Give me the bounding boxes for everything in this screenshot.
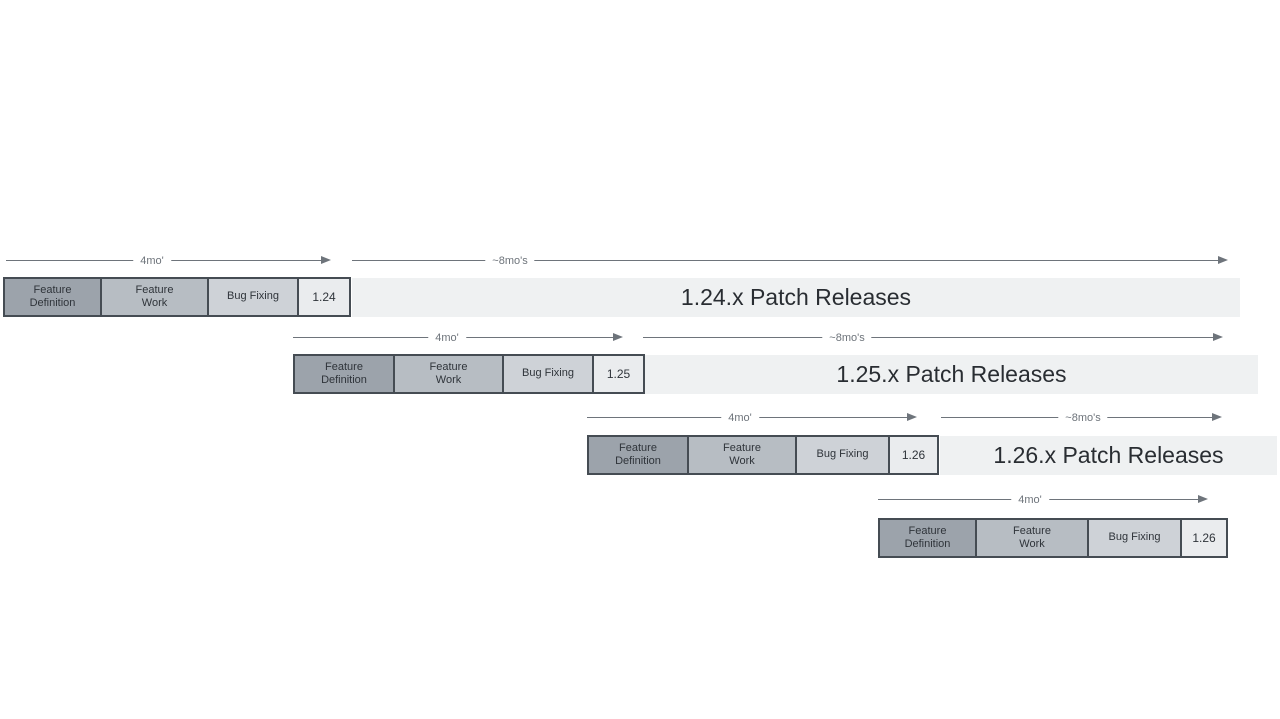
cycle-duration-label: 4mo' <box>133 255 171 267</box>
arrow-head-icon <box>321 256 331 264</box>
version-box: 1.26 <box>888 435 939 475</box>
version-label: 1.25 <box>606 366 631 381</box>
patch-duration-arrow: ~8mo's <box>643 330 1223 346</box>
cycle-duration-arrow: 4mo' <box>587 410 917 426</box>
patch-duration-label: ~8mo's <box>1058 412 1108 424</box>
phase-feature-definition: Feature Definition <box>3 277 102 317</box>
phase-feature-work: Feature Work <box>393 354 504 394</box>
version-label: 1.24 <box>312 289 336 304</box>
patch-releases-bar: 1.24.x Patch Releases <box>352 278 1240 317</box>
arrow-head-icon <box>1218 256 1228 264</box>
cycle-duration-label: 4mo' <box>428 332 466 344</box>
arrow-head-icon <box>1212 413 1222 421</box>
phase-bug-fixing: Bug Fixing <box>502 354 594 394</box>
phase-label: Bug Fixing <box>1108 531 1161 544</box>
patch-duration-label: ~8mo's <box>485 255 535 267</box>
cycle-duration-arrow: 4mo' <box>878 492 1208 508</box>
phase-label: Feature Definition <box>321 360 367 386</box>
arrow-line <box>643 337 1214 338</box>
phase-feature-definition: Feature Definition <box>878 518 977 558</box>
phase-bug-fixing: Bug Fixing <box>207 277 299 317</box>
cycle-duration-arrow: 4mo' <box>293 330 623 346</box>
version-box: 1.25 <box>592 354 645 394</box>
arrow-line <box>352 260 1219 261</box>
phase-label: Bug Fixing <box>816 448 869 461</box>
phase-label: Feature Work <box>723 441 761 467</box>
cycle-duration-arrow: 4mo' <box>6 253 331 269</box>
arrow-head-icon <box>907 413 917 421</box>
patch-releases-bar: 1.25.x Patch Releases <box>645 355 1258 394</box>
arrow-head-icon <box>1213 333 1223 341</box>
phase-label: Feature Work <box>429 360 468 386</box>
cycle-duration-label: 4mo' <box>721 412 759 424</box>
phase-feature-work: Feature Work <box>100 277 209 317</box>
patch-releases-bar: 1.26.x Patch Releases <box>940 436 1277 475</box>
patch-duration-arrow: ~8mo's <box>941 410 1222 426</box>
patch-duration-arrow: ~8mo's <box>352 253 1228 269</box>
phase-label: Bug Fixing <box>522 367 574 380</box>
patch-duration-label: ~8mo's <box>822 332 872 344</box>
arrow-head-icon <box>1198 495 1208 503</box>
phase-feature-definition: Feature Definition <box>587 435 689 475</box>
phase-bug-fixing: Bug Fixing <box>1087 518 1182 558</box>
version-label: 1.26 <box>1192 530 1216 545</box>
phase-label: Feature Work <box>135 283 174 309</box>
phase-label: Bug Fixing <box>227 290 279 303</box>
phase-feature-work: Feature Work <box>975 518 1089 558</box>
phase-feature-definition: Feature Definition <box>293 354 395 394</box>
arrow-head-icon <box>613 333 623 341</box>
phase-feature-work: Feature Work <box>687 435 797 475</box>
cycle-duration-label: 4mo' <box>1011 494 1049 506</box>
patch-releases-label: 1.24.x Patch Releases <box>680 284 912 310</box>
phase-label: Feature Work <box>1013 524 1051 550</box>
phase-bug-fixing: Bug Fixing <box>795 435 890 475</box>
patch-releases-label: 1.25.x Patch Releases <box>836 361 1067 387</box>
patch-releases-label: 1.26.x Patch Releases <box>993 442 1224 468</box>
phase-label: Feature Definition <box>29 283 76 309</box>
phase-label: Feature Definition <box>615 441 661 467</box>
version-box: 1.26 <box>1180 518 1228 558</box>
version-label: 1.26 <box>901 447 926 462</box>
version-box: 1.24 <box>297 277 351 317</box>
phase-label: Feature Definition <box>904 524 951 550</box>
